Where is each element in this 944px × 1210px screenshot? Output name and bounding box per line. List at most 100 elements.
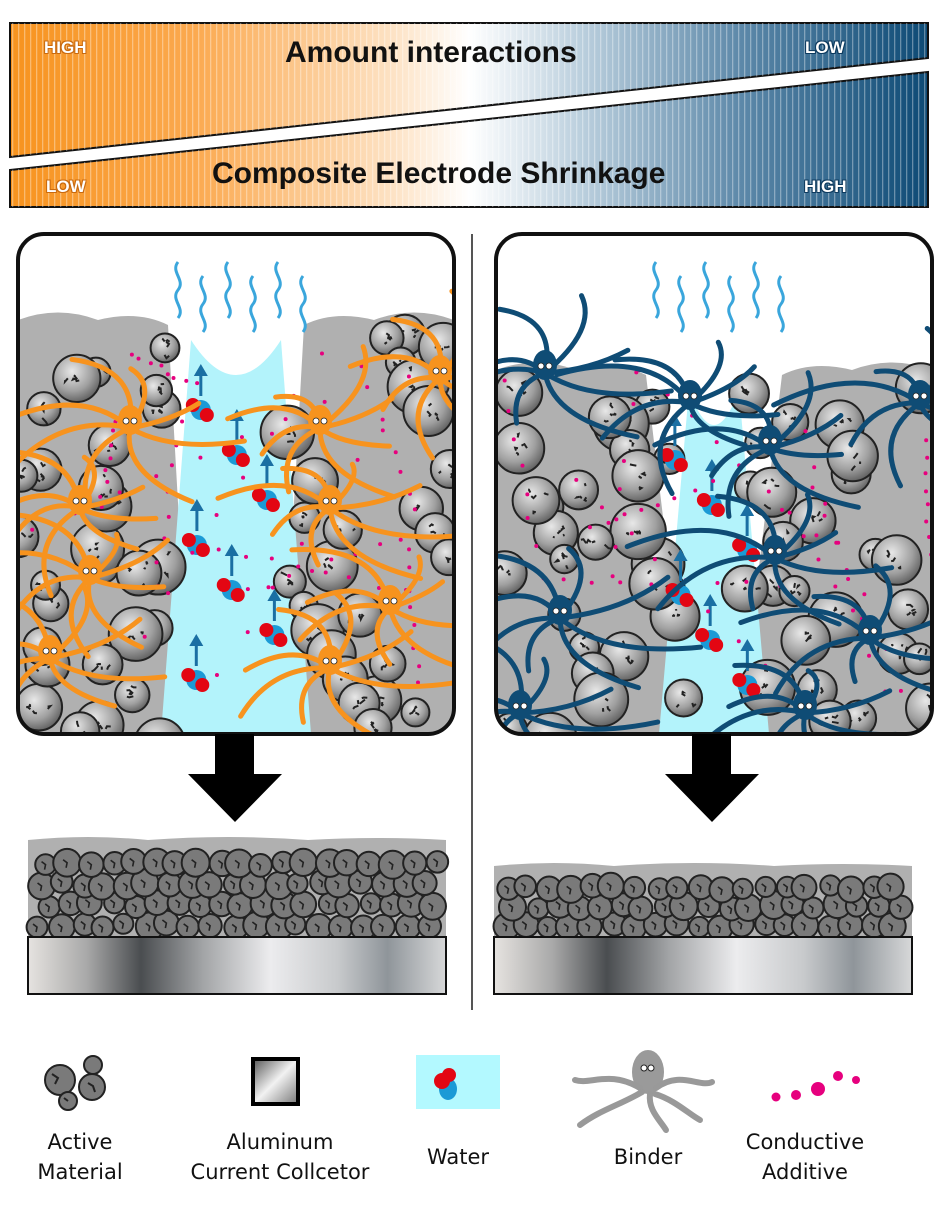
- conductive-additive-dot: [269, 431, 274, 436]
- conductive-additive-dot: [214, 513, 219, 518]
- conductive-additive-dot: [787, 510, 792, 515]
- conductive-additive-dot: [195, 381, 200, 386]
- binder-octopus: [215, 461, 454, 581]
- active-material-particle: [180, 847, 211, 878]
- conductive-additive-dot: [925, 502, 930, 507]
- conductive-additive-dot: [816, 557, 821, 562]
- active-material-particle: [522, 711, 578, 734]
- active-material-icon: [44, 1055, 106, 1111]
- active-material-particle: [511, 476, 561, 525]
- conductive-additive-dot: [190, 550, 195, 555]
- evaporation-arrow: [740, 504, 755, 536]
- conductive-additive-dot: [923, 471, 928, 476]
- active-material-particle: [78, 851, 105, 878]
- conductive-additive-dot: [822, 513, 827, 518]
- conductive-additive-dot: [589, 580, 594, 585]
- evaporation-arrow: [673, 549, 688, 581]
- current-collector-right: [493, 936, 913, 995]
- conductive-additive-dot: [736, 639, 741, 644]
- water-molecule: [181, 668, 210, 692]
- conductive-additive-dot: [833, 584, 838, 589]
- conductive-additive-dot: [380, 417, 385, 422]
- active-material-particle: [411, 870, 438, 897]
- conductive-additive-dot: [109, 443, 114, 448]
- conductive-additive-dot: [801, 534, 806, 539]
- conductive-additive-dot: [129, 352, 134, 357]
- conductive-additive-dot: [241, 475, 246, 480]
- left-panel-illustration: [18, 234, 454, 734]
- conductive-additive-dot: [154, 560, 159, 565]
- active-material-particle: [327, 914, 354, 941]
- conductive-additive-dot: [621, 459, 626, 464]
- active-material-particle: [272, 564, 307, 599]
- binder-octopus: [738, 563, 932, 697]
- current-collector-icon: [251, 1057, 300, 1106]
- water-molecule: [181, 533, 210, 557]
- active-material-particle: [289, 890, 318, 919]
- legend-label-active-material: Active Material: [20, 1127, 140, 1187]
- conductive-additive-dot: [574, 477, 579, 482]
- active-material-particle: [513, 874, 538, 899]
- conductive-additive-dot: [346, 575, 351, 580]
- evaporation-arrow: [267, 589, 282, 621]
- conductive-additive-dot: [171, 376, 176, 381]
- conductive-additive-dot: [923, 489, 928, 494]
- conductive-additive-dot: [706, 609, 711, 614]
- conductive-additive-dot: [606, 520, 611, 525]
- conductive-additive-dot: [180, 419, 185, 424]
- legend-label-current-collector: Aluminum Current Collcetor: [180, 1127, 380, 1187]
- binder-octopus: [18, 448, 159, 599]
- conductive-additive-dot: [198, 455, 203, 460]
- evaporation-arrow: [703, 594, 718, 626]
- conductive-additive-dot: [319, 351, 324, 356]
- binder-octopus: [289, 547, 454, 678]
- conductive-additive-dot: [655, 503, 660, 508]
- conductive-additive-dot: [924, 438, 929, 443]
- conductive-additive-dot: [98, 494, 103, 499]
- active-material-particle: [754, 875, 777, 899]
- active-material-particle: [627, 895, 654, 922]
- conductive-additive-dot: [614, 517, 619, 522]
- conductive-additive-dot: [376, 586, 381, 591]
- conductive-additive-dot: [239, 435, 244, 440]
- evaporation-arrow: [193, 364, 208, 396]
- active-material-particle: [25, 915, 49, 939]
- conductive-additive-dot: [169, 463, 174, 468]
- active-material-particle: [195, 871, 223, 899]
- conductive-additive-dot: [416, 680, 421, 685]
- conductive-additive-dot: [714, 440, 719, 445]
- active-material-particle: [819, 874, 842, 897]
- binder-octopus: [624, 492, 895, 627]
- binder-octopus: [496, 293, 674, 440]
- active-material-particle: [425, 850, 450, 874]
- conductive-additive-dot: [407, 565, 412, 570]
- conductive-additive-icon: [771, 1071, 860, 1102]
- current-collector-left: [27, 936, 447, 995]
- water-molecule: [221, 443, 250, 467]
- conductive-additive-dot: [561, 577, 566, 582]
- conductive-additive-dot: [398, 469, 403, 474]
- active-material-particle: [836, 875, 865, 904]
- right-panel-illustration: [496, 234, 932, 734]
- active-material-particle: [370, 913, 396, 940]
- dried-electrode-right: [492, 863, 914, 942]
- down-arrow-left: [188, 734, 282, 822]
- steam-wave: [752, 261, 760, 319]
- conductive-additive-dot: [672, 496, 677, 501]
- active-material-particle: [596, 871, 625, 900]
- conductive-additive-dot: [165, 372, 170, 377]
- conductive-additive-dot: [613, 545, 618, 550]
- water-molecule: [695, 628, 724, 652]
- conductive-additive-dot: [398, 537, 403, 542]
- binder-octopus: [347, 288, 454, 461]
- conductive-additive-dot: [148, 361, 153, 366]
- active-material-particle: [139, 373, 174, 408]
- conductive-additive-dot: [266, 585, 271, 590]
- conductive-additive-dot: [359, 364, 364, 369]
- active-material-particle: [120, 847, 148, 875]
- legend-label-line: Current Collcetor: [190, 1160, 370, 1184]
- conductive-additive-dot: [925, 455, 930, 460]
- active-material-particle: [688, 915, 711, 939]
- bottom-right-tag: HIGH: [804, 177, 847, 196]
- steam-wave: [727, 275, 735, 333]
